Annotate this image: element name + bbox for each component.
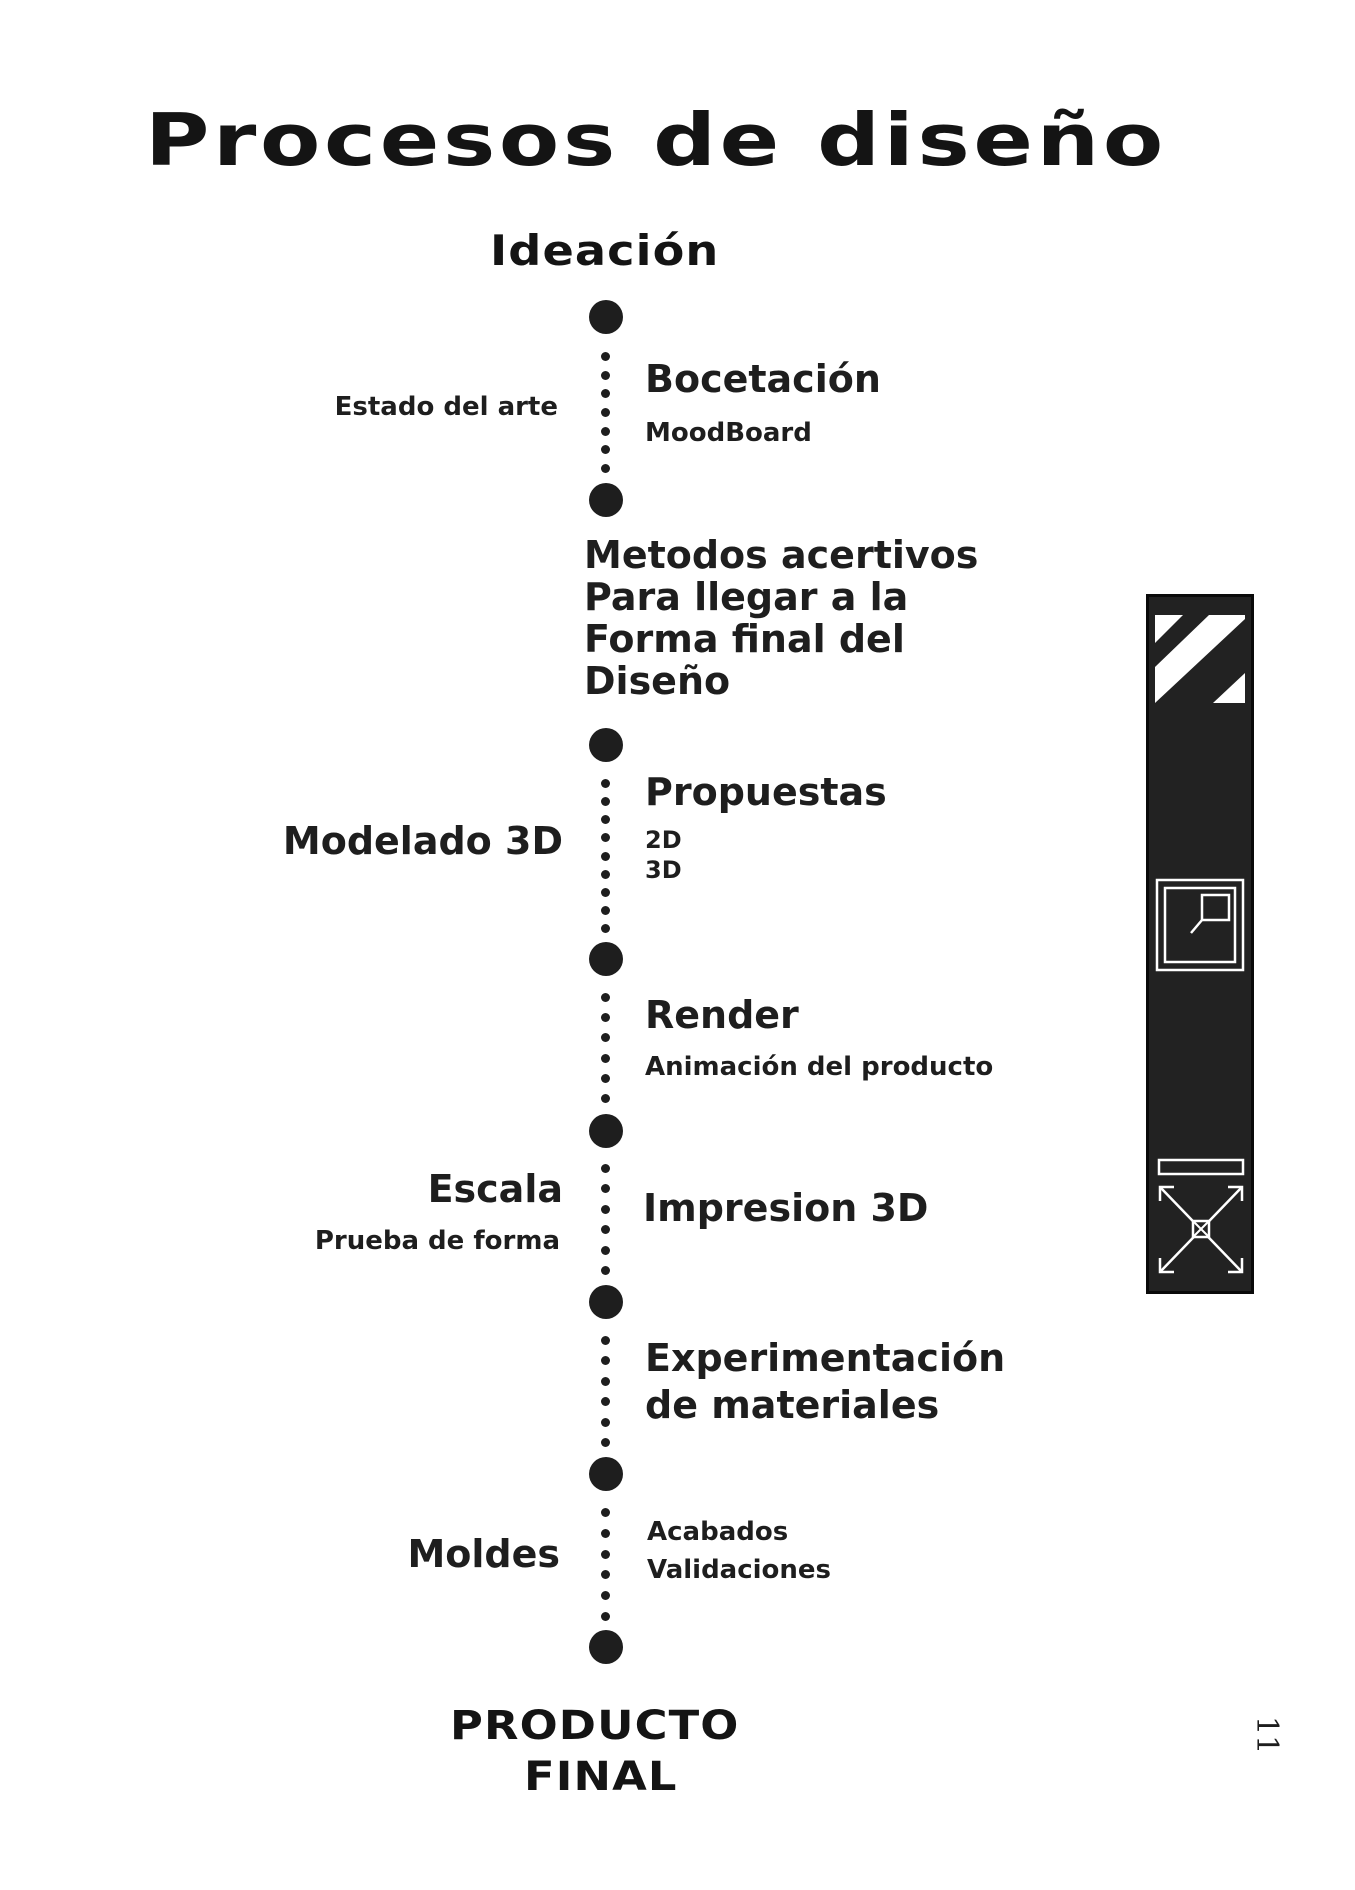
label-experimentacion: Experimentación de materiales — [645, 1335, 1005, 1429]
connector-dot — [601, 851, 610, 861]
connector-dot — [601, 1184, 610, 1194]
connector-dot — [601, 1570, 610, 1580]
label-estado-del-arte: Estado del arte — [334, 392, 558, 422]
connector-dot — [601, 993, 610, 1002]
connector-dot — [601, 924, 610, 933]
label-moldes: Moldes — [407, 1532, 560, 1576]
connector-dot — [601, 389, 610, 399]
label-validaciones: Validaciones — [647, 1555, 832, 1585]
connector-dot — [601, 1336, 610, 1345]
connector-dot — [601, 833, 610, 843]
connector-dot — [601, 1245, 610, 1255]
metodos-line: Diseño — [584, 659, 731, 703]
metodos-line: Para llegar a la — [584, 575, 909, 619]
label-moodboard: MoodBoard — [645, 418, 812, 448]
connector-dot — [601, 370, 610, 380]
connector-dot — [601, 1266, 610, 1275]
connector-dot — [601, 779, 610, 788]
connector-dot — [601, 1094, 610, 1103]
connector-dot — [601, 1204, 610, 1214]
connector-dot — [601, 1033, 610, 1043]
connector-dot — [601, 905, 610, 915]
timeline-node — [589, 1457, 623, 1491]
label-metodos: Metodos acertivos Para llegar a la Forma… — [584, 534, 978, 702]
timeline-end-label-line-1: PRODUCTO — [450, 1703, 740, 1749]
timeline-node — [589, 1630, 623, 1664]
expand-arrows-icon — [1157, 1158, 1245, 1274]
timeline-node — [589, 942, 623, 976]
connector-dot — [601, 408, 610, 417]
connector-dot — [601, 1356, 610, 1366]
metodos-line: Metodos acertivos — [584, 533, 979, 577]
timeline-start-label: Ideación — [490, 226, 720, 275]
label-acabados: Acabados — [647, 1517, 789, 1547]
timeline-node — [589, 300, 623, 334]
connector-dot — [601, 1508, 610, 1517]
connector-dot — [601, 1013, 610, 1023]
timeline-node — [589, 728, 623, 762]
label-prueba-de-forma: Prueba de forma — [314, 1226, 560, 1256]
timeline-end-label-line-2: FINAL — [524, 1754, 678, 1800]
connector-dot — [601, 1397, 610, 1407]
label-impresion-3d: Impresion 3D — [643, 1186, 929, 1230]
side-panel — [1146, 594, 1254, 1294]
page-title: Procesos de diseño — [145, 98, 1167, 182]
label-animacion: Animación del producto — [645, 1052, 994, 1082]
diagonal-stripes-icon — [1155, 615, 1245, 703]
square-frame-icon — [1155, 878, 1245, 972]
connector-dot — [601, 1549, 610, 1559]
connector-dot — [601, 1225, 610, 1235]
label-escala: Escala — [427, 1167, 563, 1211]
timeline-node — [589, 1114, 623, 1148]
timeline-node — [589, 1285, 623, 1319]
label-render: Render — [645, 993, 799, 1037]
label-3d: 3D — [645, 856, 682, 884]
metodos-line: Forma final del — [584, 617, 905, 661]
connector-dot — [601, 815, 610, 825]
page-number: 11 — [1249, 1716, 1284, 1755]
connector-dot — [601, 869, 610, 879]
label-bocetacion: Bocetación — [645, 357, 881, 401]
connector-dot — [601, 352, 610, 361]
connector-dot — [601, 1528, 610, 1538]
connector-dot — [601, 445, 610, 455]
connector-dot — [601, 1053, 610, 1063]
timeline-node — [589, 483, 623, 517]
experimentacion-line: de materiales — [645, 1383, 940, 1427]
connector-dot — [601, 1591, 610, 1601]
connector-dot — [601, 426, 610, 436]
connector-dot — [601, 1164, 610, 1173]
connector-dot — [601, 1417, 610, 1427]
connector-dot — [601, 1376, 610, 1386]
connector-dot — [601, 887, 610, 897]
label-2d: 2D — [645, 826, 682, 854]
connector-dot — [601, 797, 610, 807]
connector-dot — [601, 1438, 610, 1447]
label-propuestas: Propuestas — [645, 770, 887, 814]
connector-dot — [601, 1073, 610, 1083]
connector-dot — [601, 1612, 610, 1621]
label-modelado-3d: Modelado 3D — [282, 819, 563, 863]
connector-dot — [601, 464, 610, 473]
experimentacion-line: Experimentación — [645, 1336, 1006, 1380]
